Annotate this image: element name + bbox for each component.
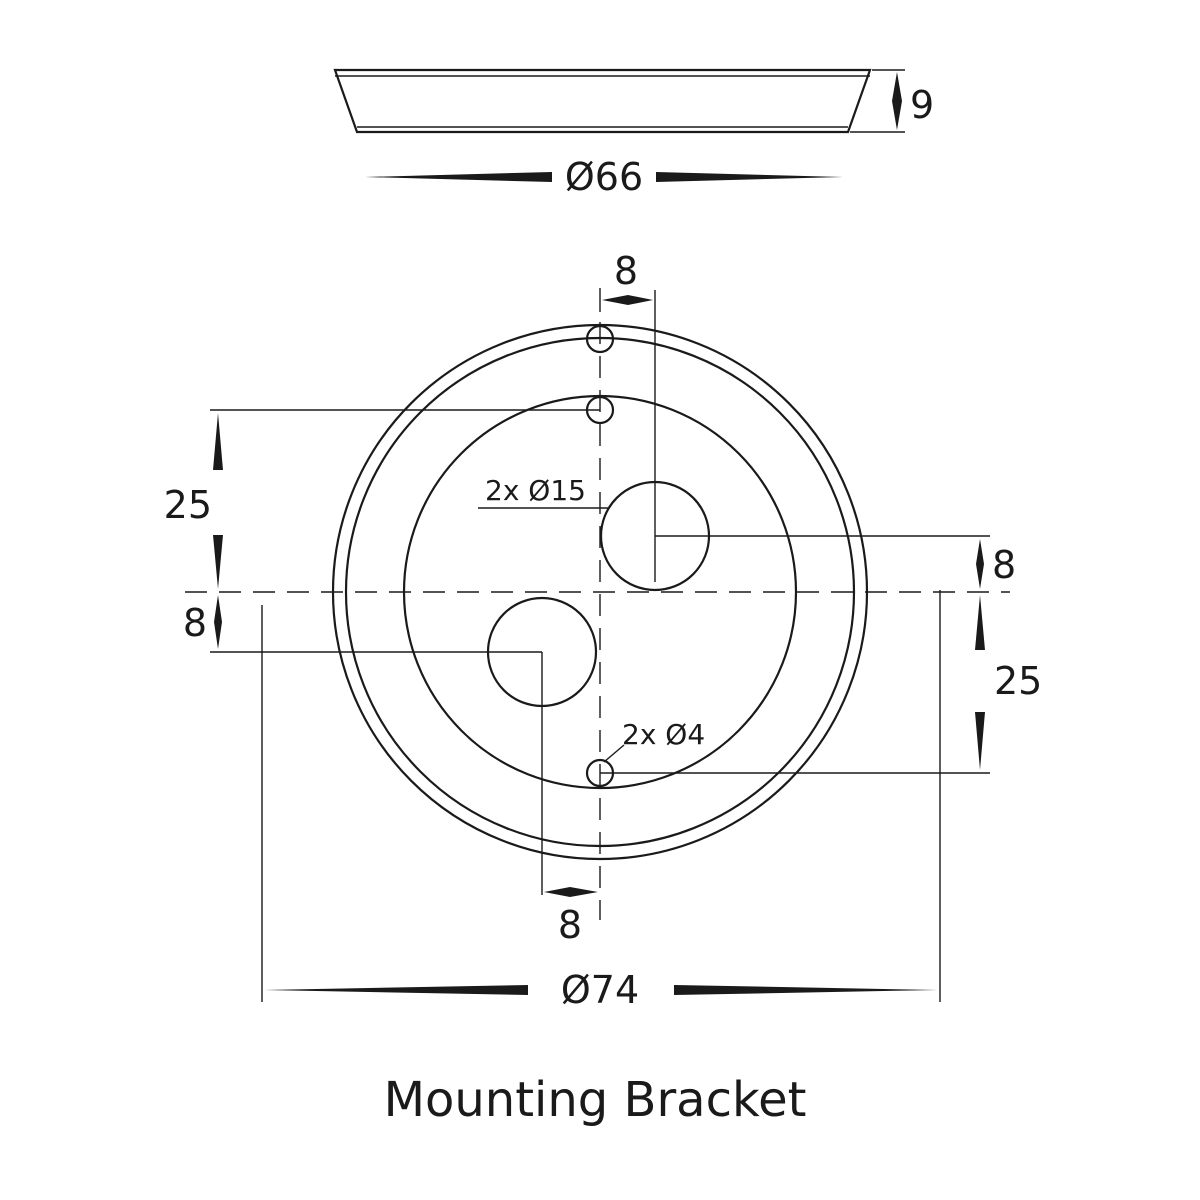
height-arrow-up [892,72,902,101]
top-offset-arrow-right [628,295,653,305]
diameter-74-arrow-left [264,985,528,995]
bottom-offset-arrow-right [570,887,598,897]
right-vertical-label: 25 [994,659,1042,703]
height-arrow-down [892,101,902,130]
height-label: 9 [910,83,934,127]
diameter-74-arrow-right [674,985,938,995]
diameter-66-arrow-right [656,172,843,182]
diameter-74-label: Ø74 [561,968,639,1012]
right-vertical-arrow-up [975,595,985,650]
top-offset-label: 8 [614,249,638,293]
plan-view: 8 25 8 8 25 8 2x Ø15 2x Ø4 Ø74 [164,249,1043,1012]
bottom-offset-label: 8 [558,903,582,947]
left-vertical-arrow-up [213,413,223,470]
large-hole-label: 2x Ø15 [485,474,586,507]
bottom-offset-arrow-left [544,887,570,897]
right-offset-arrow-up [976,539,984,564]
right-offset-arrow-down [976,564,984,589]
left-offset-arrow-up [214,595,222,622]
diameter-66-arrow-left [365,172,552,182]
bracket-side-profile [333,68,872,134]
right-offset-label: 8 [992,543,1016,587]
left-vertical-label: 25 [164,483,212,527]
drawing-caption: Mounting Bracket [384,1072,807,1128]
top-offset-arrow-left [602,295,628,305]
left-vertical-arrow-down [213,535,223,589]
small-hole-leader [603,744,625,763]
left-offset-arrow-down [214,622,222,649]
right-vertical-arrow-down [975,712,985,770]
left-offset-label: 8 [183,601,207,645]
diameter-66-label: Ø66 [565,155,643,199]
small-hole-label: 2x Ø4 [622,718,705,751]
side-view: 9 Ø66 [333,68,934,199]
